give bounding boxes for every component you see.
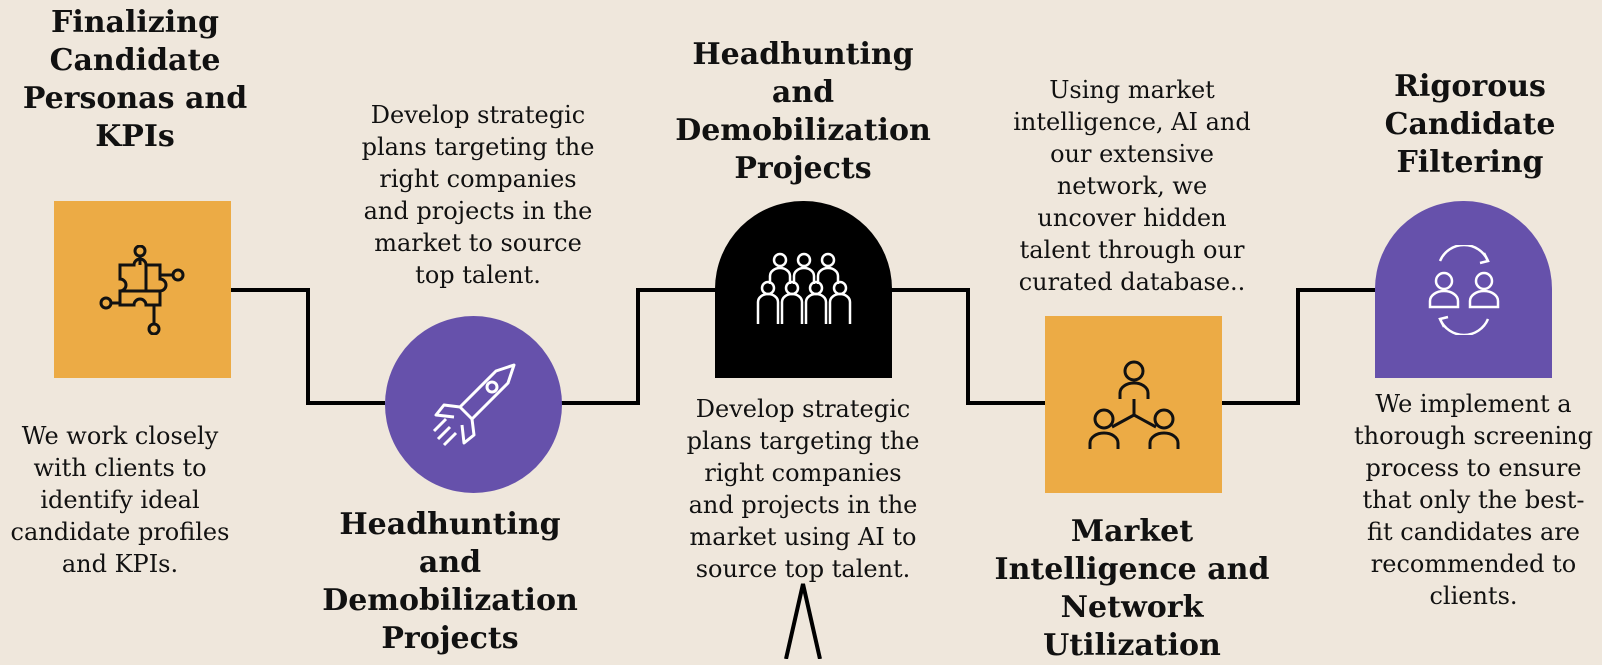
partial-triangle-shape (784, 583, 822, 659)
step-2-description: Develop strategic plans targeting the ri… (361, 101, 595, 289)
step-5-title: Rigorous Candidate Filtering (1384, 69, 1556, 180)
team-group-icon (756, 252, 851, 324)
puzzle-icon (99, 244, 184, 335)
step-4-title: Market Intelligence and Network Utilizat… (994, 514, 1270, 663)
step-3-title: Headhunting and Demobilization Projects (675, 37, 931, 186)
step-2-circle (385, 316, 562, 493)
candidate-exchange-icon (1428, 244, 1499, 335)
step-1-square (54, 201, 231, 378)
network-people-icon (1088, 360, 1179, 449)
step-3-description: Develop strategic plans targeting the ri… (686, 395, 920, 583)
step-4-square (1045, 316, 1222, 493)
step-2-title: Headhunting and Demobilization Projects (322, 507, 578, 656)
step-5-arch (1375, 201, 1552, 378)
rocket-icon (432, 363, 515, 446)
step-1-title: Finalizing Candidate Personas and KPIs (22, 5, 248, 154)
step-3-arch (715, 201, 892, 378)
step-1-description: We work closely with clients to identify… (10, 422, 230, 578)
step-5-description: We implement a thorough screening proces… (1354, 390, 1593, 610)
step-4-description: Using market intelligence, AI and our ex… (1013, 76, 1251, 296)
